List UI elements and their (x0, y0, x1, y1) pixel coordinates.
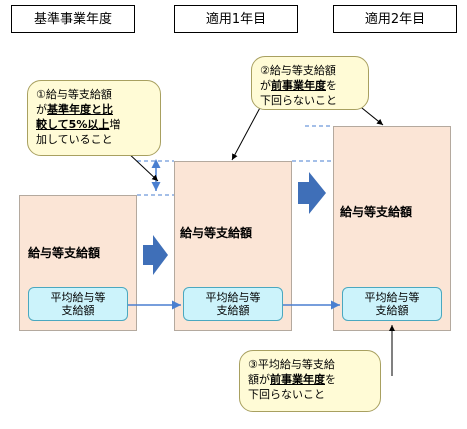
progress-arrow-2 (298, 172, 326, 214)
note1-line1: ①給与等支給額 (36, 88, 112, 101)
avg-salary-line2: 支給額 (216, 304, 250, 317)
salary-label-year1: 給与等支給額 (180, 226, 253, 240)
note1-emphasis-a: 基準年度と比 (47, 103, 113, 116)
avg-salary-line2: 支給額 (375, 304, 409, 317)
note2-pointer-left (231, 103, 263, 161)
note2-line3: 下回らないこと (260, 94, 337, 107)
note2-line1: ②給与等支給額 (260, 64, 336, 77)
note1-line3: 較して5%以上増 (36, 118, 121, 131)
note2-emphasis: 前事業年度 (271, 79, 326, 92)
note1-emphasis-b: 較して5%以上 (36, 118, 110, 131)
note-condition-2: ②給与等支給額 が前事業年度を 下回らないこと (251, 56, 369, 110)
note1-line4: 加していること (36, 133, 113, 146)
avg-salary-line1: 平均給与等 (50, 291, 106, 304)
progress-arrow-1 (143, 235, 168, 275)
note-condition-3: ③平均給与等支給 額が前事業年度を 下回らないこと (239, 350, 381, 412)
note1-line2: が基準年度と比 (36, 103, 113, 116)
header-year1: 適用1年目 (174, 5, 298, 33)
avg-salary-line1: 平均給与等 (364, 291, 420, 304)
avg-salary-line2: 支給額 (61, 304, 95, 317)
note2-line2: が前事業年度を (260, 79, 337, 92)
avg-salary-box-year2: 平均給与等 支給額 (342, 287, 442, 321)
header-year2: 適用2年目 (333, 5, 457, 33)
salary-label-year2: 給与等支給額 (340, 205, 413, 219)
salary-label-base: 給与等支給額 (28, 246, 101, 260)
note3-line3: 下回らないこと (248, 388, 325, 401)
header-base-year: 基準事業年度 (11, 5, 135, 33)
note3-line2: 額が前事業年度を (248, 373, 336, 386)
note-condition-1: ①給与等支給額 が基準年度と比 較して5%以上増 加していること (27, 80, 161, 156)
note3-line1: ③平均給与等支給 (248, 358, 335, 371)
note3-emphasis: 前事業年度 (270, 373, 325, 386)
avg-salary-line1: 平均給与等 (205, 291, 261, 304)
avg-salary-box-year1: 平均給与等 支給額 (183, 287, 283, 321)
avg-salary-box-base: 平均給与等 支給額 (28, 287, 128, 321)
